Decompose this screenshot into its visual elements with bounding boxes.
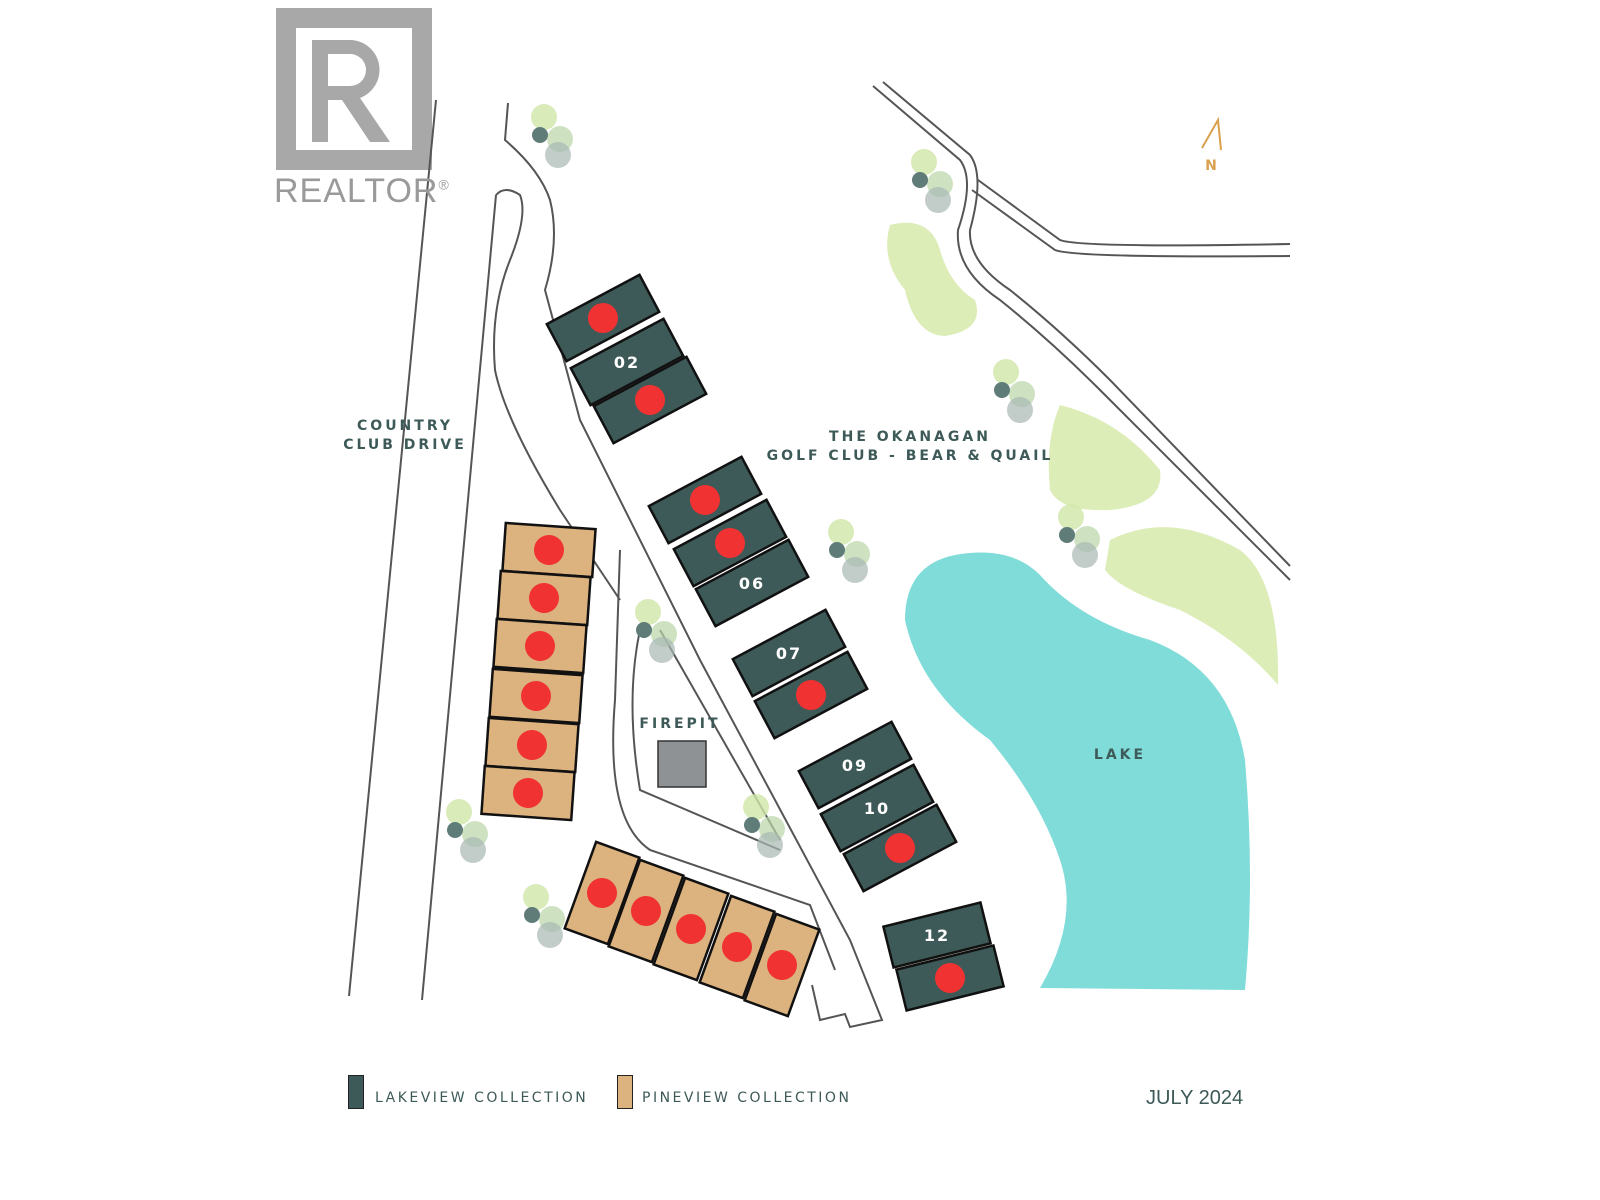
pineview-unit[interactable] [698,894,776,1000]
lakeview-swatch-icon [348,1075,364,1109]
lake-label: LAKE [1093,747,1147,763]
sold-dot-icon [885,833,915,863]
tree-icon [531,104,573,168]
tree-icon [828,519,870,583]
realtor-wordmark: REALTOR® [274,172,450,210]
tree-icon [911,149,953,213]
firepit-label: FIREPIT [639,716,721,732]
sold-dot-icon [631,896,661,926]
lake-shape [905,552,1250,990]
sold-dot-icon [635,385,665,415]
sold-dot-icon [517,730,547,760]
sold-dot-icon [529,583,559,613]
sold-dot-icon [521,681,551,711]
unit-number: 07 [776,644,802,663]
unit-number: 10 [864,799,890,818]
sold-dot-icon [715,528,745,558]
tree-icon [743,794,785,858]
pineview-unit[interactable] [743,912,821,1018]
sold-dot-icon [676,914,706,944]
compass-label: N [1205,158,1217,174]
pineview-unit[interactable] [652,876,730,982]
legend-pineview: PINEVIEW COLLECTION [642,1090,852,1106]
pineview-unit[interactable] [480,764,576,822]
tree-icon [635,599,677,663]
sold-dot-icon [513,778,543,808]
pineview-unit[interactable] [484,716,580,774]
sold-dot-icon [534,535,564,565]
trees [446,104,1100,948]
pineview-unit[interactable] [563,840,641,946]
tree-icon [446,799,488,863]
north-arrow-icon [1201,116,1222,151]
sold-dot-icon [588,303,618,333]
pineview-unit[interactable] [488,667,584,725]
sold-dot-icon [525,631,555,661]
sold-dot-icon [690,485,720,515]
golf-greens [887,222,1279,685]
realtor-logo-icon [276,8,432,170]
pineview-unit[interactable] [496,569,592,627]
tree-icon [993,359,1035,423]
pineview-unit[interactable] [492,617,588,675]
plan-date: JULY 2024 [1146,1087,1244,1109]
lakeview-unit[interactable]: 07 [731,608,847,698]
sold-dot-icon [767,950,797,980]
lakeview-unit[interactable]: 02 [569,317,685,407]
sold-dot-icon [935,963,965,993]
unit-number: 02 [614,353,640,372]
lakeview-unit[interactable] [592,355,708,445]
pineview-unit[interactable] [501,521,597,579]
sold-dot-icon [722,932,752,962]
pineview-swatch-icon [617,1075,633,1109]
lakeview-unit[interactable] [545,273,661,363]
lakeview-unit[interactable] [894,944,1006,1012]
pineview-unit[interactable] [607,858,685,964]
tree-icon [1058,504,1100,568]
units: 02 06 07 09 10 12 [480,273,1006,1018]
tree-icon [523,884,565,948]
lakeview-unit[interactable] [672,498,788,588]
lakeview-unit[interactable]: 09 [797,720,913,810]
firepit-icon [657,740,707,788]
lakeview-unit[interactable]: 12 [881,901,993,969]
unit-number: 06 [739,574,765,593]
lakeview-unit[interactable] [647,455,763,545]
lakeview-unit[interactable]: 10 [819,763,935,853]
lakeview-unit[interactable]: 06 [694,538,810,628]
sold-dot-icon [796,680,826,710]
unit-number: 09 [842,756,868,775]
lakeview-unit[interactable] [753,650,869,740]
legend-lakeview: LAKEVIEW COLLECTION [375,1090,589,1106]
lakeview-unit[interactable] [842,803,958,893]
unit-number: 12 [924,926,950,945]
sold-dot-icon [587,878,617,908]
